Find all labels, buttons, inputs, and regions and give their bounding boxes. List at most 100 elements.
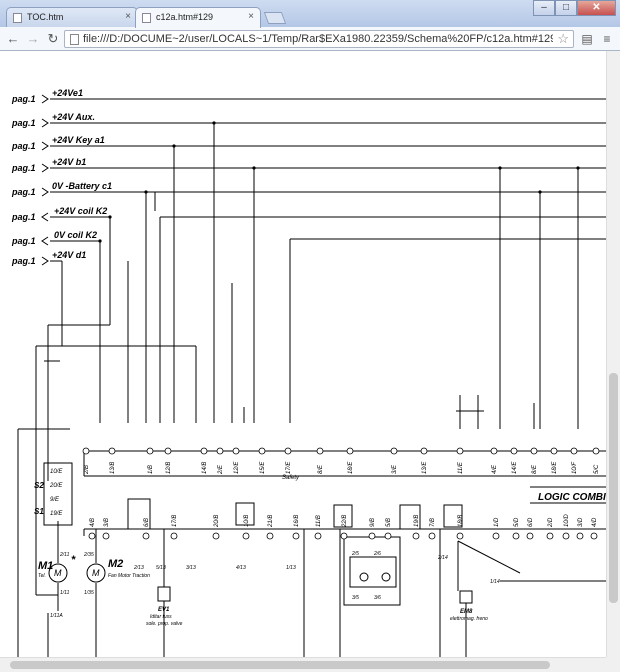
pin-label: 19/E (50, 511, 63, 517)
component-em8-name: EM8 (460, 609, 473, 615)
motor-star: * (71, 554, 76, 566)
terminal-circle (546, 532, 554, 540)
terminal-circle (232, 447, 240, 455)
bus-page-ref: pag.1 (11, 94, 36, 104)
bus-page-ref: pag.1 (11, 187, 36, 197)
vertical-scrollbar[interactable] (606, 51, 620, 657)
terminal-circle (314, 532, 322, 540)
connector-pin-label: 14/B (202, 462, 208, 474)
pin-label: 20/E (49, 483, 63, 489)
lamp-label: 3/6 (374, 595, 381, 601)
lamp-label: 2/5 (351, 551, 359, 557)
maximize-button[interactable]: □ (555, 0, 577, 16)
connector-pin-label: 17/E (286, 461, 292, 474)
component-ev1-desc: sole. prop. valve (146, 621, 183, 627)
pin-label: 2/35 (83, 552, 94, 558)
page-icon (142, 13, 151, 23)
terminal-circle (412, 532, 420, 540)
pin-label: 10/E (50, 469, 63, 475)
connector-pin-label: 11/E (458, 461, 464, 474)
connector-pin-label: 2/B (84, 465, 90, 475)
terminal-circle (346, 447, 354, 455)
reload-button[interactable]: ↻ (47, 31, 59, 46)
horizontal-scrollbar[interactable] (0, 657, 606, 672)
component-em8-desc: elettromag. freno (450, 616, 488, 622)
terminal-circle (142, 532, 150, 540)
ref-label: 4/13 (236, 565, 246, 571)
pin-label: 1/11 (60, 590, 70, 596)
connector-pin-label: 4/B (90, 518, 96, 527)
terminal-circle (216, 447, 224, 455)
connector-terminals-top (82, 447, 600, 455)
forward-button[interactable]: → (26, 31, 40, 46)
terminal-circle (284, 447, 292, 455)
page-action-icon[interactable]: ▤ (581, 32, 593, 46)
bus-page-ref: pag.1 (11, 212, 36, 222)
new-tab-button[interactable] (263, 12, 287, 24)
terminal-circle (146, 447, 154, 455)
bus-label: +24V coil K2 (54, 206, 107, 216)
address-bar[interactable]: ☆ (64, 30, 574, 48)
safety-label: Safety (282, 475, 300, 481)
tab-label: c12a.htm#129 (156, 12, 214, 22)
pin-label: 9/E (50, 497, 60, 503)
component-ev1-name: EV1 (158, 607, 170, 613)
back-button[interactable]: ← (6, 31, 20, 46)
page-icon (13, 13, 22, 23)
connector-pin-label: 5/D (514, 517, 520, 527)
close-icon[interactable]: × (125, 11, 131, 22)
terminal-circle (242, 532, 250, 540)
connector-pin-label: 18/B (458, 515, 464, 527)
bus-page-ref: pag.1 (11, 141, 36, 151)
terminal-circle (570, 447, 578, 455)
scroll-thumb[interactable] (10, 661, 550, 669)
ref-label: 1/13 (286, 565, 296, 571)
connector-pin-label: 18/E (348, 461, 354, 474)
schematic-drawing: pag.1 +24Ve1 pag.1 +24V Aux. pag.1 +24V … (11, 88, 606, 657)
terminal-circle (292, 532, 300, 540)
close-icon[interactable]: × (248, 11, 254, 22)
terminal-circle (390, 447, 398, 455)
terminal-circle (340, 532, 348, 540)
terminal-circle (526, 532, 534, 540)
terminal-circle (102, 532, 110, 540)
tab-toc[interactable]: TOC.htm × (6, 7, 138, 27)
connector-pin-label: 21/B (268, 515, 274, 528)
connector-pin-label: 5/B (386, 518, 392, 527)
url-input[interactable] (83, 31, 553, 47)
connector-pin-label: 10/D (564, 514, 570, 527)
close-window-button[interactable]: ✕ (577, 0, 616, 16)
connector-pin-label: 11/B (316, 515, 322, 527)
ref-label: 2/13 (133, 565, 144, 571)
motor-m1-label: M1 (38, 560, 53, 572)
ref-label: 5/13 (156, 565, 166, 571)
logic-title: LOGIC COMBI N (538, 492, 606, 503)
terminal-circle (316, 447, 324, 455)
motor-m1-sub: Tel. (38, 573, 46, 579)
page-content: pag.1 +24Ve1 pag.1 +24V Aux. pag.1 +24V … (0, 51, 606, 657)
connector-pin-label: 2/D (548, 517, 554, 528)
connector-pin-label: 13/B (110, 462, 116, 474)
ref-label: 2/14 (437, 555, 448, 561)
connector-pin-label: 19/B (414, 515, 420, 527)
page-icon (70, 34, 79, 45)
terminal-circle (170, 532, 178, 540)
terminal-circle (562, 532, 570, 540)
scroll-thumb[interactable] (609, 373, 618, 603)
connector-pin-label: 3/E (392, 464, 398, 474)
terminal-circle (592, 447, 600, 455)
connector-pin-label: 14/E (512, 461, 518, 474)
terminal-circle (82, 447, 90, 455)
tab-c12a[interactable]: c12a.htm#129 × (135, 7, 261, 28)
terminal-circle (456, 447, 464, 455)
bus-label: +24V d1 (52, 250, 86, 260)
star-icon[interactable]: ☆ (557, 31, 569, 46)
menu-icon[interactable]: ≡ (603, 32, 611, 46)
pin-label: 1/35 (84, 590, 94, 596)
terminal-circle (88, 532, 96, 540)
minimize-button[interactable]: – (533, 0, 555, 16)
connector-pin-label: 10/B (244, 515, 250, 527)
bus-page-ref: pag.1 (11, 236, 36, 246)
